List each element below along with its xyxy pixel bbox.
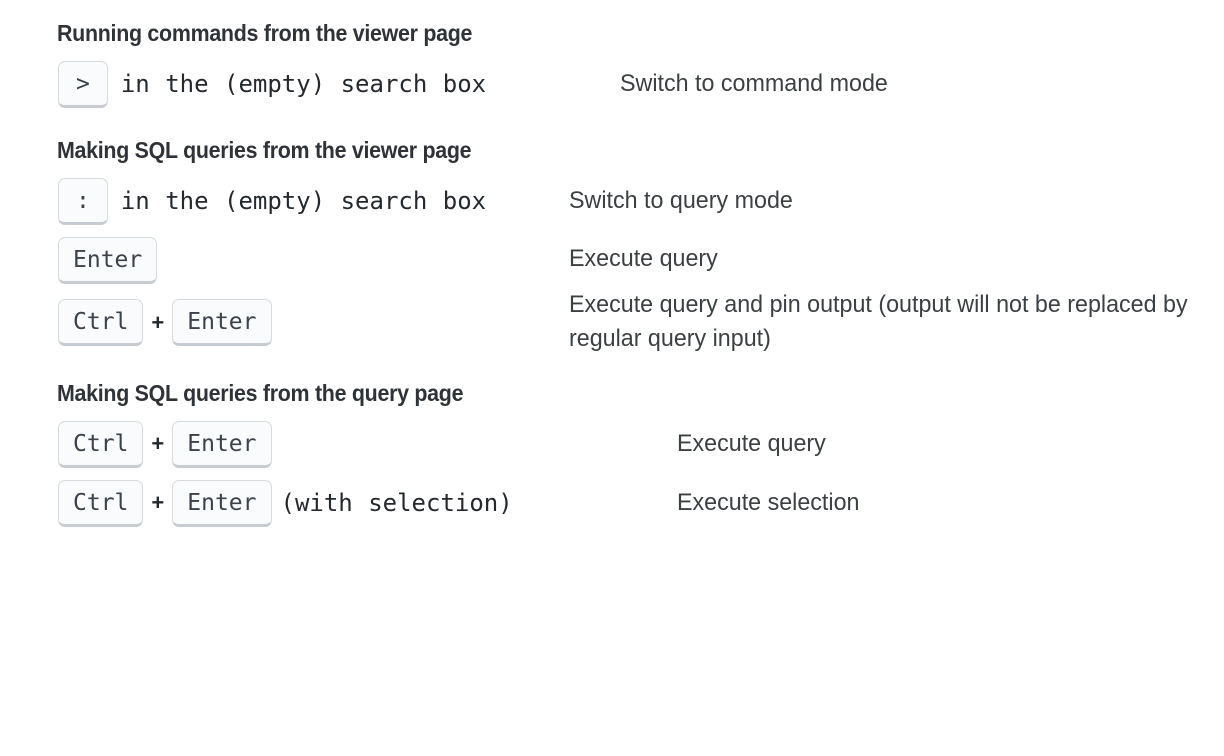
shortcut-description: Switch to command mode [620, 69, 888, 97]
table-row: Ctrl + Enter Execute query [57, 414, 1217, 473]
kbd-key[interactable]: Enter [58, 236, 158, 284]
shortcut-context-text: in the (empty) search box [120, 70, 487, 98]
shortcut-description: Execute query [677, 429, 826, 457]
kbd-key[interactable]: > [58, 60, 108, 108]
shortcuts-page: Running commands from the viewer page > i… [57, 18, 1224, 532]
shortcut-context-text: (with selection) [280, 489, 513, 517]
shortcut-table: Ctrl + Enter Execute query Ctrl + Enter (with… [57, 414, 1217, 532]
kbd-key-modifier[interactable]: Ctrl [58, 299, 144, 346]
table-row: : in the (empty) search box Switch to que… [57, 171, 1209, 230]
shortcut-table: : in the (empty) search box Switch to que… [57, 171, 1209, 356]
shortcut-keys-cell: Ctrl + Enter [57, 288, 569, 356]
key-combo-plus: + [151, 431, 165, 456]
section-sql-viewer-page: Making SQL queries from the viewer page … [57, 135, 1224, 356]
shortcut-keys-cell: > in the (empty) search box [57, 54, 620, 113]
shortcut-keys-cell: Ctrl + Enter (with selection) [57, 473, 677, 532]
shortcut-context-text: in the (empty) search box [120, 187, 487, 215]
key-combo-plus: + [151, 309, 165, 335]
table-row: > in the (empty) search box Switch to com… [57, 54, 1220, 113]
section-heading: Making SQL queries from the viewer page [57, 137, 472, 163]
section-heading: Making SQL queries from the query page [57, 380, 464, 406]
kbd-key[interactable]: Enter [172, 420, 272, 468]
table-row: Enter Execute query [57, 230, 1209, 288]
section-sql-query-page: Making SQL queries from the query page C… [57, 378, 1224, 532]
shortcut-description: Execute query and pin output (output wil… [569, 291, 1188, 352]
kbd-key-modifier[interactable]: Ctrl [58, 420, 144, 468]
kbd-key[interactable]: Enter [172, 299, 272, 346]
section-running-commands: Running commands from the viewer page > i… [57, 18, 1224, 113]
table-row: Ctrl + Enter Execute query and pin output … [57, 288, 1209, 356]
table-row: Ctrl + Enter (with selection) Execute selec… [57, 473, 1217, 532]
key-combo-plus: + [151, 490, 165, 515]
section-heading: Running commands from the viewer page [57, 20, 473, 46]
shortcut-keys-cell: Ctrl + Enter [57, 414, 677, 473]
shortcut-description: Execute query [569, 245, 718, 272]
shortcut-table: > in the (empty) search box Switch to com… [57, 54, 1220, 113]
shortcut-description: Switch to query mode [569, 186, 793, 214]
kbd-key-modifier[interactable]: Ctrl [58, 479, 144, 527]
shortcut-keys-cell: Enter [57, 230, 569, 288]
kbd-key[interactable]: Enter [172, 479, 272, 527]
shortcut-keys-cell: : in the (empty) search box [57, 171, 569, 230]
kbd-key[interactable]: : [58, 177, 108, 225]
shortcut-description: Execute selection [677, 488, 860, 516]
